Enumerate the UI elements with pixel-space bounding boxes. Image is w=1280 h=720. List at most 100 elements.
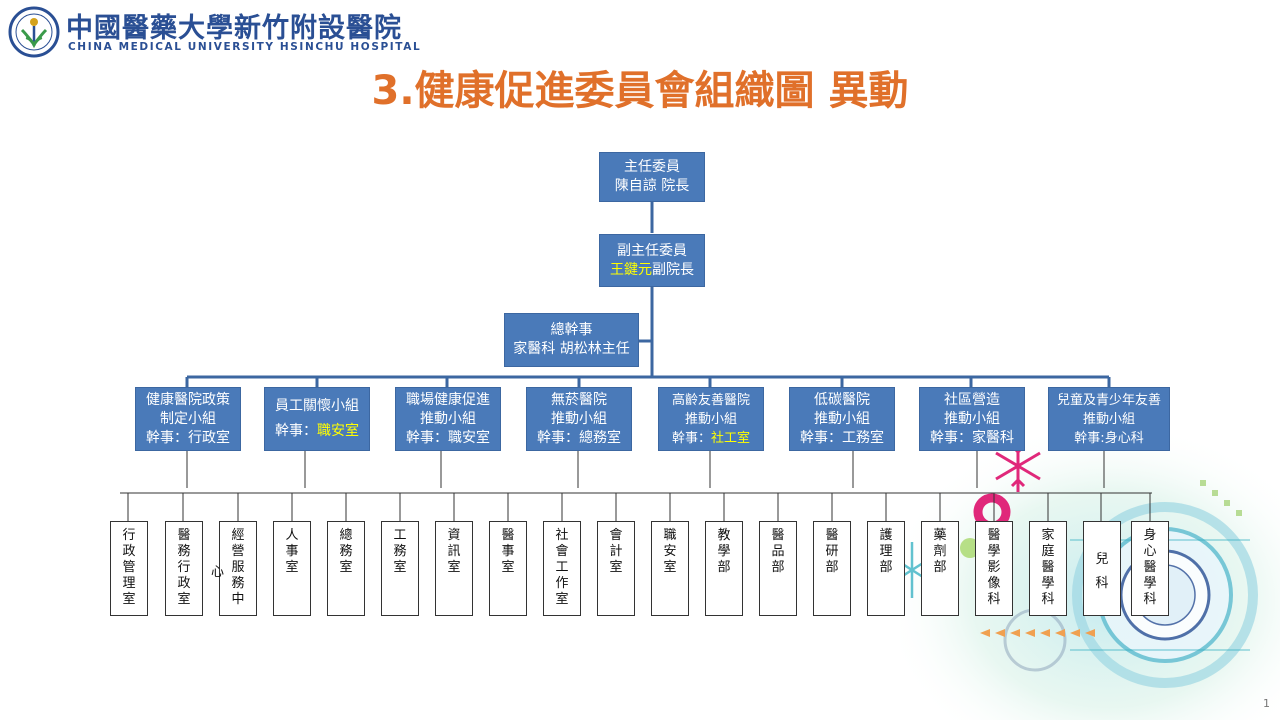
group-line3: 幹事：行政室 [146, 429, 230, 448]
unit-box: 工務室 [381, 521, 419, 616]
group-line1: 高齡友善醫院 [671, 392, 750, 408]
unit-label: 人事室 [285, 528, 299, 575]
group-line2: 推動小組 [420, 410, 476, 427]
vice-chairman-box: 副主任委員 王鍵元副院長 [599, 234, 705, 287]
unit-box: 家庭醫學科 [1029, 521, 1067, 616]
unit-box: 兒科 [1083, 521, 1121, 616]
unit-label: 資訊室 [447, 528, 461, 575]
group-line2: 推動小組 [814, 410, 870, 427]
unit-box: 教學部 [705, 521, 743, 616]
vice-chairman-position: 副院長 [652, 261, 694, 278]
group-line3: 幹事：家醫科 [930, 429, 1014, 448]
header: 中國醫藥大學新竹附設醫院 CHINA MEDICAL UNIVERSITY HS… [0, 0, 1280, 60]
group-line1: 兒童及青少年友善 [1056, 392, 1161, 408]
hospital-name-chinese: 中國醫藥大學新竹附設醫院 [66, 13, 402, 44]
group-line3: 幹事：總務室 [537, 429, 621, 448]
group-officer-unit: 行政室 [188, 429, 230, 446]
unit-label: 護理部 [879, 528, 893, 575]
unit-box: 身心醫學科 [1131, 521, 1169, 616]
vice-chairman-title: 副主任委員 [617, 242, 687, 259]
unit-box: 職安室 [651, 521, 689, 616]
unit-box: 資訊室 [435, 521, 473, 616]
secretary-name: 家醫科 胡松林主任 [513, 341, 630, 357]
unit-label: 醫務行政室 [177, 528, 191, 607]
group-officer-prefix: 幹事： [800, 429, 842, 446]
unit-box: 護理部 [867, 521, 905, 616]
group-officer-unit: 家醫科 [972, 429, 1014, 446]
group-officer-prefix: 幹事: [1074, 430, 1105, 446]
arrow-row-icon [980, 629, 1095, 637]
group-line3: 幹事：職安室 [406, 429, 490, 448]
group-officer-prefix: 幹事： [930, 429, 972, 446]
page-number: 1 [1263, 697, 1270, 710]
stray-character: 心 [211, 565, 225, 580]
group-officer-unit: 職安室 [317, 423, 359, 439]
group-box-smoke-free: 無菸醫院 推動小組 幹事：總務室 [526, 387, 632, 451]
secretary-box: 總幹事 家醫科 胡松林主任 [504, 313, 639, 367]
group-officer-unit: 工務室 [842, 429, 884, 446]
unit-label: 兒科 [1095, 552, 1109, 591]
chairman-title: 主任委員 [624, 159, 680, 175]
upper-connectors [185, 202, 1111, 387]
group-officer-prefix: 幹事： [146, 429, 188, 446]
unit-label: 藥劑部 [933, 528, 947, 575]
unit-label: 行政管理室 [122, 528, 136, 607]
unit-label: 醫學影像科 [987, 528, 1001, 607]
unit-box: 總務室 [327, 521, 365, 616]
unit-box: 藥劑部 [921, 521, 959, 616]
unit-label: 社會工作室 [555, 528, 569, 607]
unit-box: 醫務行政室 [165, 521, 203, 616]
unit-label: 經營服務中 [231, 528, 245, 607]
chairman-name: 陳自諒 院長 [614, 178, 690, 194]
unit-box: 醫事室 [489, 521, 527, 616]
lower-connectors [120, 451, 1152, 521]
slide-title: 3.健康促進委員會組織圖 異動 [0, 58, 1280, 116]
group-line1: 低碳醫院 [814, 391, 870, 408]
chairman-box: 主任委員 陳自諒 院長 [599, 152, 705, 202]
unit-box: 人事室 [273, 521, 311, 616]
unit-box: 醫品部 [759, 521, 797, 616]
vice-chairman-name-line: 王鍵元副院長 [610, 261, 694, 280]
unit-box: 經營服務中 [219, 521, 257, 616]
unit-box: 醫研部 [813, 521, 851, 616]
group-line2: 制定小組 [160, 410, 216, 427]
group-officer-unit: 社工室 [711, 430, 751, 446]
unit-label: 總務室 [339, 528, 353, 575]
group-line2: 推動小組 [551, 410, 607, 427]
group-box-child-youth: 兒童及青少年友善 推動小組 幹事:身心科 [1048, 387, 1170, 451]
unit-box: 醫學影像科 [975, 521, 1013, 616]
group-line1: 員工關懷小組 [275, 398, 359, 414]
group-officer-unit: 身心科 [1104, 430, 1144, 446]
group-box-low-carbon: 低碳醫院 推動小組 幹事：工務室 [789, 387, 895, 451]
group-line2: 推動小組 [944, 410, 1000, 427]
group-box-workplace: 職場健康促進 推動小組 幹事：職安室 [395, 387, 501, 451]
group-line3: 幹事:身心科 [1074, 429, 1143, 448]
hospital-logo-icon [8, 6, 60, 58]
unit-label: 教學部 [717, 528, 731, 575]
group-officer-prefix: 幹事： [671, 430, 711, 446]
secretary-title: 總幹事 [550, 322, 593, 338]
unit-label: 職安室 [663, 528, 677, 575]
hospital-name-english: CHINA MEDICAL UNIVERSITY HSINCHU HOSPITA… [68, 41, 422, 53]
slide-title-text: 3.健康促進委員會組織圖 異動 [371, 68, 909, 114]
unit-box: 會計室 [597, 521, 635, 616]
group-line3: 幹事：社工室 [672, 429, 750, 448]
unit-label: 會計室 [609, 528, 623, 575]
group-line1: 健康醫院政策 [146, 391, 230, 408]
unit-box: 行政管理室 [110, 521, 148, 616]
group-officer-unit: 總務室 [579, 429, 621, 446]
group-box-community: 社區營造 推動小組 幹事：家醫科 [919, 387, 1025, 451]
group-officer-unit: 職安室 [448, 429, 490, 446]
unit-box: 社會工作室 [543, 521, 581, 616]
group-box-staff-care: 員工關懷小組 幹事：職安室 [264, 387, 370, 451]
unit-label: 工務室 [393, 528, 407, 575]
unit-label: 家庭醫學科 [1041, 528, 1055, 607]
unit-label: 醫品部 [771, 528, 785, 575]
group-line2: 推動小組 [684, 411, 737, 427]
group-line1: 社區營造 [944, 391, 1000, 408]
vice-chairman-name: 王鍵元 [610, 261, 652, 278]
group-box-elder-friendly: 高齡友善醫院 推動小組 幹事：社工室 [658, 387, 764, 451]
group-line3: 幹事：工務室 [800, 429, 884, 448]
group-line1: 無菸醫院 [551, 391, 607, 408]
